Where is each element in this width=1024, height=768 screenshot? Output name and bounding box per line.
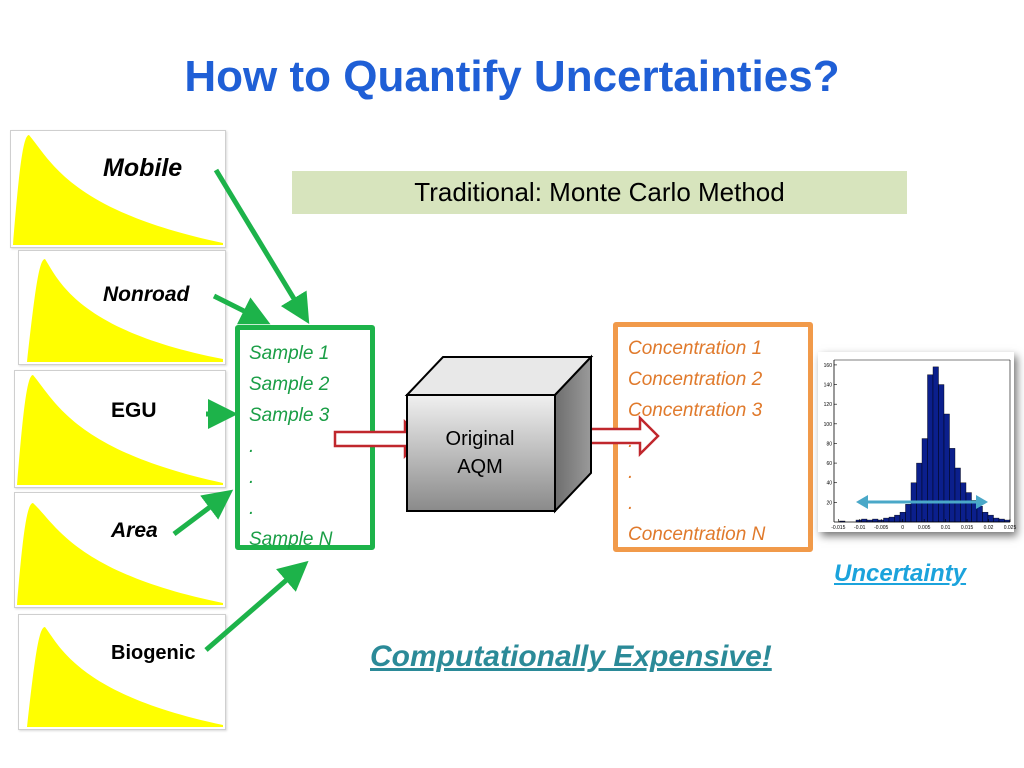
histogram-y-tick-label: 40: [826, 481, 832, 487]
histogram-bar: [954, 467, 961, 523]
histogram-x-tick-label: 0.015: [961, 525, 974, 531]
histogram-y-tick-label: 160: [824, 363, 833, 369]
histogram-bar: [949, 448, 956, 523]
source-label-biogenic: Biogenic: [111, 642, 196, 664]
arrow-to-concentrations-icon: [583, 414, 660, 458]
arrow-area-icon: [172, 489, 234, 536]
histogram-bar: [965, 492, 972, 523]
histogram-x-tick-label: -0.01: [854, 525, 866, 531]
histogram-bar: [927, 374, 934, 523]
concentration-item: Concentration 1: [628, 338, 763, 359]
model-label-line1: Original: [445, 428, 515, 450]
histogram-x-tick-label: 0: [901, 525, 904, 531]
model-label: Original AQM: [420, 425, 540, 481]
histogram-y-tick-label: 100: [824, 422, 833, 428]
histogram-bar: [916, 462, 923, 523]
source-label-area: Area: [111, 519, 158, 542]
histogram-x-tick-label: 0.025: [1004, 525, 1017, 531]
sample-item: Sample 2: [249, 374, 330, 395]
concentration-item: .: [628, 493, 634, 514]
histogram-bar: [888, 516, 895, 523]
model-cube-icon: [404, 354, 594, 514]
concentration-item: Concentration 3: [628, 400, 763, 421]
histogram-bar: [861, 518, 868, 523]
concentration-item: .: [628, 462, 634, 483]
histogram-bar: [998, 518, 1005, 523]
sample-item: Sample N: [249, 529, 333, 550]
concentration-item: Concentration 2: [628, 369, 763, 390]
arrow-biogenic-icon: [204, 560, 309, 652]
source-label-mobile: Mobile: [103, 154, 183, 182]
pdf-curve-icon: [17, 375, 223, 485]
arrow-mobile-icon: [213, 168, 310, 324]
histogram-x-tick-label: -0.005: [874, 525, 888, 531]
histogram-bar: [993, 517, 1000, 523]
method-banner: Traditional: Monte Carlo Method: [292, 171, 907, 214]
pdf-curve-icon: [27, 259, 223, 362]
histogram-bar: [921, 438, 928, 523]
histogram-x-tick-label: 0.02: [984, 525, 994, 531]
histogram-x-tick-label: -0.015: [831, 525, 845, 531]
histogram-y-tick-label: 140: [824, 383, 833, 389]
source-label-nonroad: Nonroad: [103, 283, 190, 306]
histogram-bar: [905, 504, 912, 523]
page-title: How to Quantify Uncertainties?: [184, 52, 840, 101]
histogram-bar: [894, 514, 901, 523]
samples-box: Sample 1 Sample 2 Sample 3 . . . Sample …: [235, 325, 375, 550]
histogram-bar: [883, 517, 890, 523]
sample-item: Sample 1: [249, 343, 330, 364]
histogram-bar: [976, 506, 983, 523]
arrow-nonroad-icon: [212, 293, 271, 325]
histogram-panel: 20 40 60 80 100 120 140 160 -0.015 -0.01 -0.005 0 0…: [818, 352, 1017, 532]
histogram-x-tick-label: 0.005: [918, 525, 931, 531]
sample-item: .: [249, 467, 255, 488]
histogram-x-tick-label: 0.01: [941, 525, 951, 531]
sample-item: Sample 3: [249, 405, 330, 426]
concentration-item: Concentration N: [628, 524, 766, 545]
sample-item: .: [249, 498, 255, 519]
histogram-bar: [872, 518, 879, 523]
pdf-panel-biogenic: [18, 614, 226, 730]
histogram-chart: 20 40 60 80 100 120 140 160 -0.015 -0.01 -0.005 0 0…: [824, 359, 1017, 531]
histogram-bar: [982, 511, 989, 523]
uncertainty-link[interactable]: Uncertainty: [834, 560, 967, 587]
cost-note: Computationally Expensive!: [370, 640, 772, 673]
source-label-egu: EGU: [111, 399, 157, 422]
pdf-panel-area: [14, 492, 226, 608]
pdf-panel-nonroad: [18, 250, 226, 365]
pdf-panel-mobile: [10, 130, 226, 248]
histogram-y-tick-label: 60: [826, 461, 832, 467]
histogram-bar: [932, 366, 939, 523]
uncertainty-range-icon: [856, 495, 988, 509]
histogram-bar: [943, 413, 950, 523]
histogram-y-tick-label: 20: [826, 500, 832, 506]
histogram-y-tick-label: 80: [826, 441, 832, 447]
pdf-curve-icon: [13, 135, 223, 245]
pdf-curve-icon: [27, 627, 223, 727]
model-label-line2: AQM: [457, 456, 503, 478]
histogram-y-tick-label: 120: [824, 402, 833, 408]
pdf-panel-egu: [14, 370, 226, 488]
pdf-curve-icon: [17, 503, 223, 605]
sample-item: .: [249, 436, 255, 457]
